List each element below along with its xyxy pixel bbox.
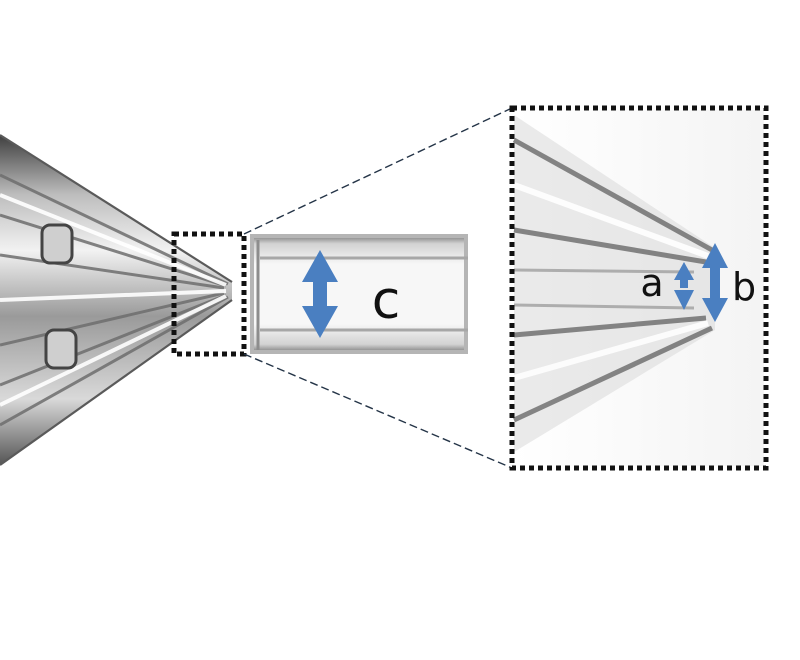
label-b: b — [732, 265, 756, 309]
label-c: c — [372, 271, 401, 331]
zoomed-pipette-image — [512, 110, 764, 466]
diameter-a-arrow — [674, 262, 694, 310]
tube-image — [250, 234, 468, 354]
zoom-connector-lines — [243, 107, 513, 469]
diameter-c-arrow — [302, 250, 338, 338]
pipette-image — [0, 134, 233, 466]
label-a: a — [640, 261, 663, 305]
diameter-b-arrow — [702, 243, 728, 322]
selection-box — [171, 231, 247, 357]
zoom-box — [509, 105, 769, 471]
